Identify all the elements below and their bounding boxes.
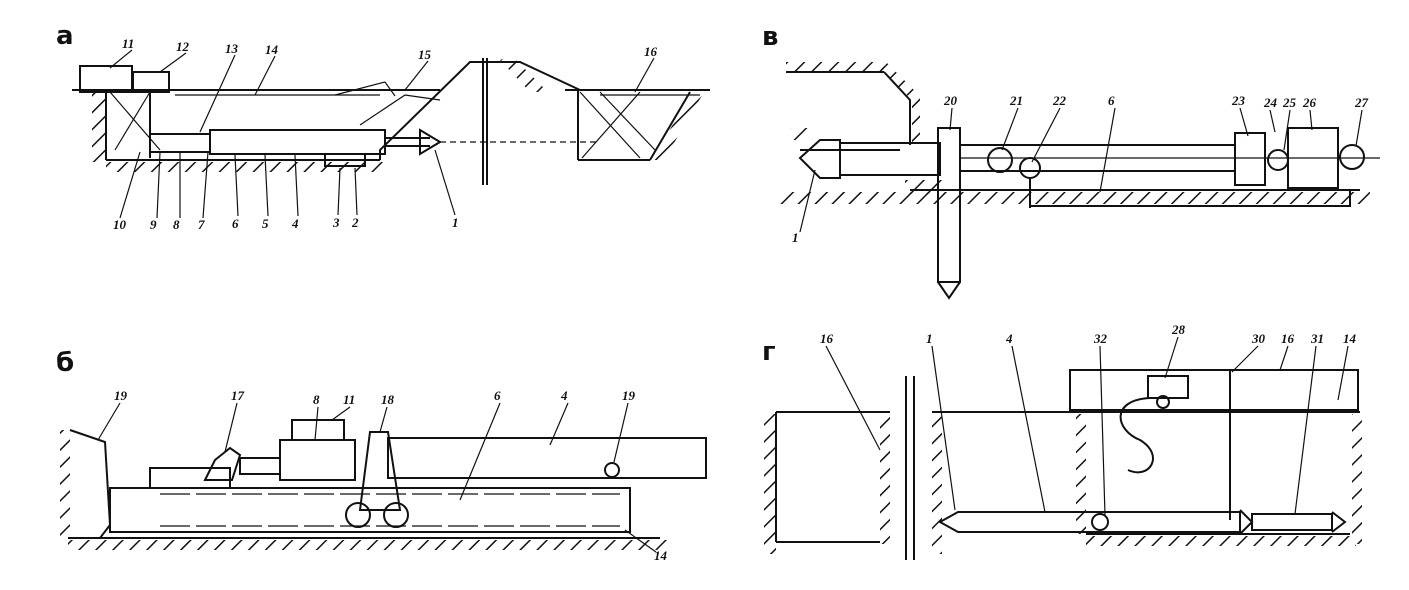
cone-tip-a <box>419 128 442 156</box>
callout-15-a: 15 <box>418 47 432 62</box>
panel-a: а <box>56 21 710 232</box>
callout-5-a: 5 <box>262 216 269 231</box>
callout-23-v: 23 <box>1231 93 1246 108</box>
machine-b <box>109 419 707 533</box>
unit-11-box-a <box>79 65 133 93</box>
callout-9-a: 9 <box>150 217 157 232</box>
callout-4-a: 4 <box>291 216 299 231</box>
callout-8-b: 8 <box>313 392 320 407</box>
callout-25-v: 25 <box>1282 95 1297 110</box>
callouts-v: 20 21 22 6 23 24 25 26 27 1 <box>792 93 1369 245</box>
callout-19-right-b: 19 <box>622 388 636 403</box>
pipe-b <box>387 437 707 479</box>
panel-b: б 19 17 8 11 18 6 <box>56 348 707 563</box>
callout-1-g: 1 <box>926 331 933 346</box>
callout-2-a: 2 <box>351 215 359 230</box>
callout-14-b: 14 <box>654 548 668 563</box>
unit-23-v <box>1234 132 1266 186</box>
callout-6-a: 6 <box>232 216 239 231</box>
support-18-b <box>358 431 402 511</box>
callout-4-b: 4 <box>560 388 568 403</box>
callout-26-v: 26 <box>1302 95 1317 110</box>
callout-16-right-g: 16 <box>1281 331 1295 346</box>
callout-20-v: 20 <box>943 93 958 108</box>
callout-22-v: 22 <box>1052 93 1067 108</box>
callout-14-a: 14 <box>265 42 279 57</box>
panel-b-letter: б <box>56 348 74 378</box>
ground-b <box>60 429 668 550</box>
ground-surface-a <box>72 56 710 185</box>
callout-28-g: 28 <box>1171 322 1186 337</box>
pipe-31-g <box>1251 513 1333 531</box>
callout-4-g: 4 <box>1005 331 1013 346</box>
callouts-a: 11 12 13 14 15 16 10 9 8 7 6 5 4 3 2 1 <box>109 36 658 232</box>
callout-14-g: 14 <box>1343 331 1357 346</box>
callout-8-a: 8 <box>173 217 180 232</box>
cone-tip-v <box>798 139 841 179</box>
callout-1-a: 1 <box>452 215 459 230</box>
frame-b <box>109 487 631 533</box>
ground-g <box>764 376 1362 560</box>
ground-v <box>780 62 1370 204</box>
unit-28-g <box>1147 375 1189 399</box>
equipment-g <box>937 369 1359 535</box>
callout-6-b: 6 <box>494 388 501 403</box>
callout-6-v: 6 <box>1108 93 1115 108</box>
panel-g-letter: г <box>762 337 776 367</box>
panel-v: в 20 <box>762 22 1380 300</box>
callout-27-v: 27 <box>1354 95 1369 110</box>
callout-3-a: 3 <box>332 215 340 230</box>
callouts-g: 16 1 4 32 28 30 16 31 14 <box>820 322 1357 516</box>
callout-10-a: 10 <box>113 217 127 232</box>
callout-11-a: 11 <box>122 36 134 51</box>
pipe-assembly-v <box>798 127 1380 300</box>
unit-26-v <box>1287 127 1339 189</box>
callout-17-b: 17 <box>231 388 245 403</box>
callout-19-left-b: 19 <box>114 388 128 403</box>
panel-a-letter: а <box>56 21 74 51</box>
panel-v-letter: в <box>762 22 778 52</box>
callout-13-a: 13 <box>225 41 239 56</box>
callout-31-g: 31 <box>1310 331 1324 346</box>
callout-1-v: 1 <box>792 230 799 245</box>
callout-7-a: 7 <box>198 217 205 232</box>
pipe-g <box>937 511 1241 533</box>
pipe-a <box>209 129 386 155</box>
callout-30-g: 30 <box>1251 331 1266 346</box>
panel-g: г <box>762 322 1362 560</box>
unit-11-b <box>291 419 345 441</box>
unit-8-b <box>279 439 356 481</box>
callout-16-left-g: 16 <box>820 331 834 346</box>
callout-11-b: 11 <box>343 392 355 407</box>
callout-12-a: 12 <box>176 39 190 54</box>
callout-16-a: 16 <box>644 44 658 59</box>
frame-g <box>1069 369 1359 411</box>
callout-18-b: 18 <box>381 392 395 407</box>
callouts-b: 19 17 8 11 18 6 4 19 14 <box>97 388 668 563</box>
callout-32-g: 32 <box>1093 331 1108 346</box>
callout-21-v: 21 <box>1009 93 1023 108</box>
callout-24-v: 24 <box>1263 95 1278 110</box>
pipe-assembly-a <box>79 65 600 167</box>
